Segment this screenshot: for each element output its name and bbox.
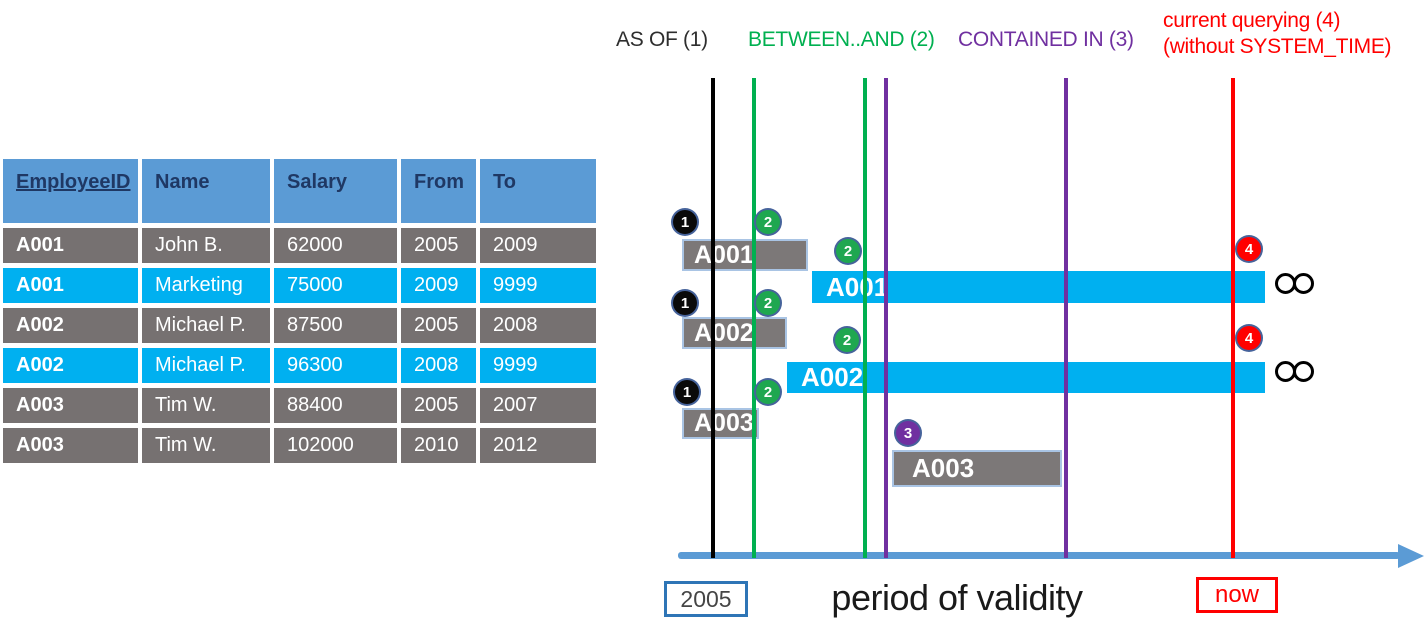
table-row: A002 Michael P. 96300 2008 9999 — [3, 348, 596, 383]
badge-1-icon: 1 — [673, 210, 697, 234]
table-row: A001 John B. 62000 2005 2009 — [3, 228, 596, 263]
legend-current-querying-line2: (without SYSTEM_TIME) — [1163, 35, 1392, 58]
table-row: A003 Tim W. 102000 2010 2012 — [3, 428, 596, 463]
start-year-box: 2005 — [664, 581, 748, 617]
cell-salary: 87500 — [274, 308, 397, 343]
cell-name: Marketing — [142, 268, 270, 303]
contained-in-start-line — [884, 78, 888, 558]
legend-as-of: AS OF (1) — [616, 28, 708, 51]
now-box: now — [1196, 577, 1278, 613]
badge-2-icon: 2 — [836, 239, 860, 263]
between-and-end-line — [863, 78, 867, 558]
legend-current-querying-line1: current querying (4) — [1163, 9, 1341, 32]
cell-salary: 75000 — [274, 268, 397, 303]
now-line — [1231, 78, 1235, 558]
cell-name: John B. — [142, 228, 270, 263]
time-axis-arrowhead-icon — [1398, 543, 1424, 568]
badge-2-icon: 2 — [835, 328, 859, 352]
column-header-from: From — [401, 159, 476, 223]
bar-a002-current: A002 — [787, 362, 1265, 393]
cell-employeeid: A002 — [3, 348, 138, 383]
table-row: A002 Michael P. 87500 2005 2008 — [3, 308, 596, 343]
table-row: A003 Tim W. 88400 2005 2007 — [3, 388, 596, 423]
cell-name: Michael P. — [142, 308, 270, 343]
cell-salary: 62000 — [274, 228, 397, 263]
cell-salary: 88400 — [274, 388, 397, 423]
contained-in-end-line — [1064, 78, 1068, 558]
badge-2-icon: 2 — [756, 291, 780, 315]
cell-from: 2009 — [401, 268, 476, 303]
badge-4-icon: 4 — [1237, 237, 1261, 261]
cell-employeeid: A001 — [3, 268, 138, 303]
legend-current-querying: current querying (4) (without SYSTEM_TIM… — [1163, 8, 1392, 60]
cell-salary: 96300 — [274, 348, 397, 383]
cell-from: 2005 — [401, 228, 476, 263]
cell-employeeid: A001 — [3, 228, 138, 263]
cell-name: Tim W. — [142, 388, 270, 423]
axis-label: period of validity — [831, 577, 1083, 618]
as-of-line — [711, 78, 715, 558]
column-header-name: Name — [142, 159, 270, 223]
bar-a003-contained: A003 — [892, 450, 1062, 487]
cell-employeeid: A003 — [3, 388, 138, 423]
cell-to: 9999 — [480, 348, 596, 383]
column-header-salary: Salary — [274, 159, 397, 223]
cell-employeeid: A002 — [3, 308, 138, 343]
cell-to: 2012 — [480, 428, 596, 463]
bar-a002-history: A002 — [682, 317, 787, 349]
employee-history-table: EmployeeID Name Salary From To A001 John… — [3, 159, 596, 468]
between-and-start-line — [752, 78, 756, 558]
infinity-icon — [1275, 273, 1314, 294]
cell-salary: 102000 — [274, 428, 397, 463]
cell-from: 2010 — [401, 428, 476, 463]
cell-from: 2005 — [401, 308, 476, 343]
badge-1-icon: 1 — [673, 291, 697, 315]
bar-a003-history: A003 — [682, 408, 759, 439]
cell-to: 2008 — [480, 308, 596, 343]
legend-between-and: BETWEEN..AND (2) — [748, 28, 935, 51]
bar-a001-current: A001 — [812, 271, 1265, 303]
cell-name: Michael P. — [142, 348, 270, 383]
time-axis — [678, 552, 1400, 559]
column-header-to: To — [480, 159, 596, 223]
cell-from: 2005 — [401, 388, 476, 423]
cell-to: 9999 — [480, 268, 596, 303]
infinity-icon — [1275, 361, 1314, 382]
cell-from: 2008 — [401, 348, 476, 383]
legend-contained-in: CONTAINED IN (3) — [958, 28, 1134, 51]
table-row: A001 Marketing 75000 2009 9999 — [3, 268, 596, 303]
cell-to: 2009 — [480, 228, 596, 263]
cell-name: Tim W. — [142, 428, 270, 463]
badge-2-icon: 2 — [756, 380, 780, 404]
cell-employeeid: A003 — [3, 428, 138, 463]
badge-4-icon: 4 — [1237, 326, 1261, 350]
table-header-row: EmployeeID Name Salary From To — [3, 159, 596, 223]
bar-a001-history: A001 — [682, 239, 808, 271]
column-header-employeeid: EmployeeID — [3, 159, 138, 223]
badge-1-icon: 1 — [675, 380, 699, 404]
cell-to: 2007 — [480, 388, 596, 423]
badge-2-icon: 2 — [756, 210, 780, 234]
badge-3-icon: 3 — [896, 421, 920, 445]
